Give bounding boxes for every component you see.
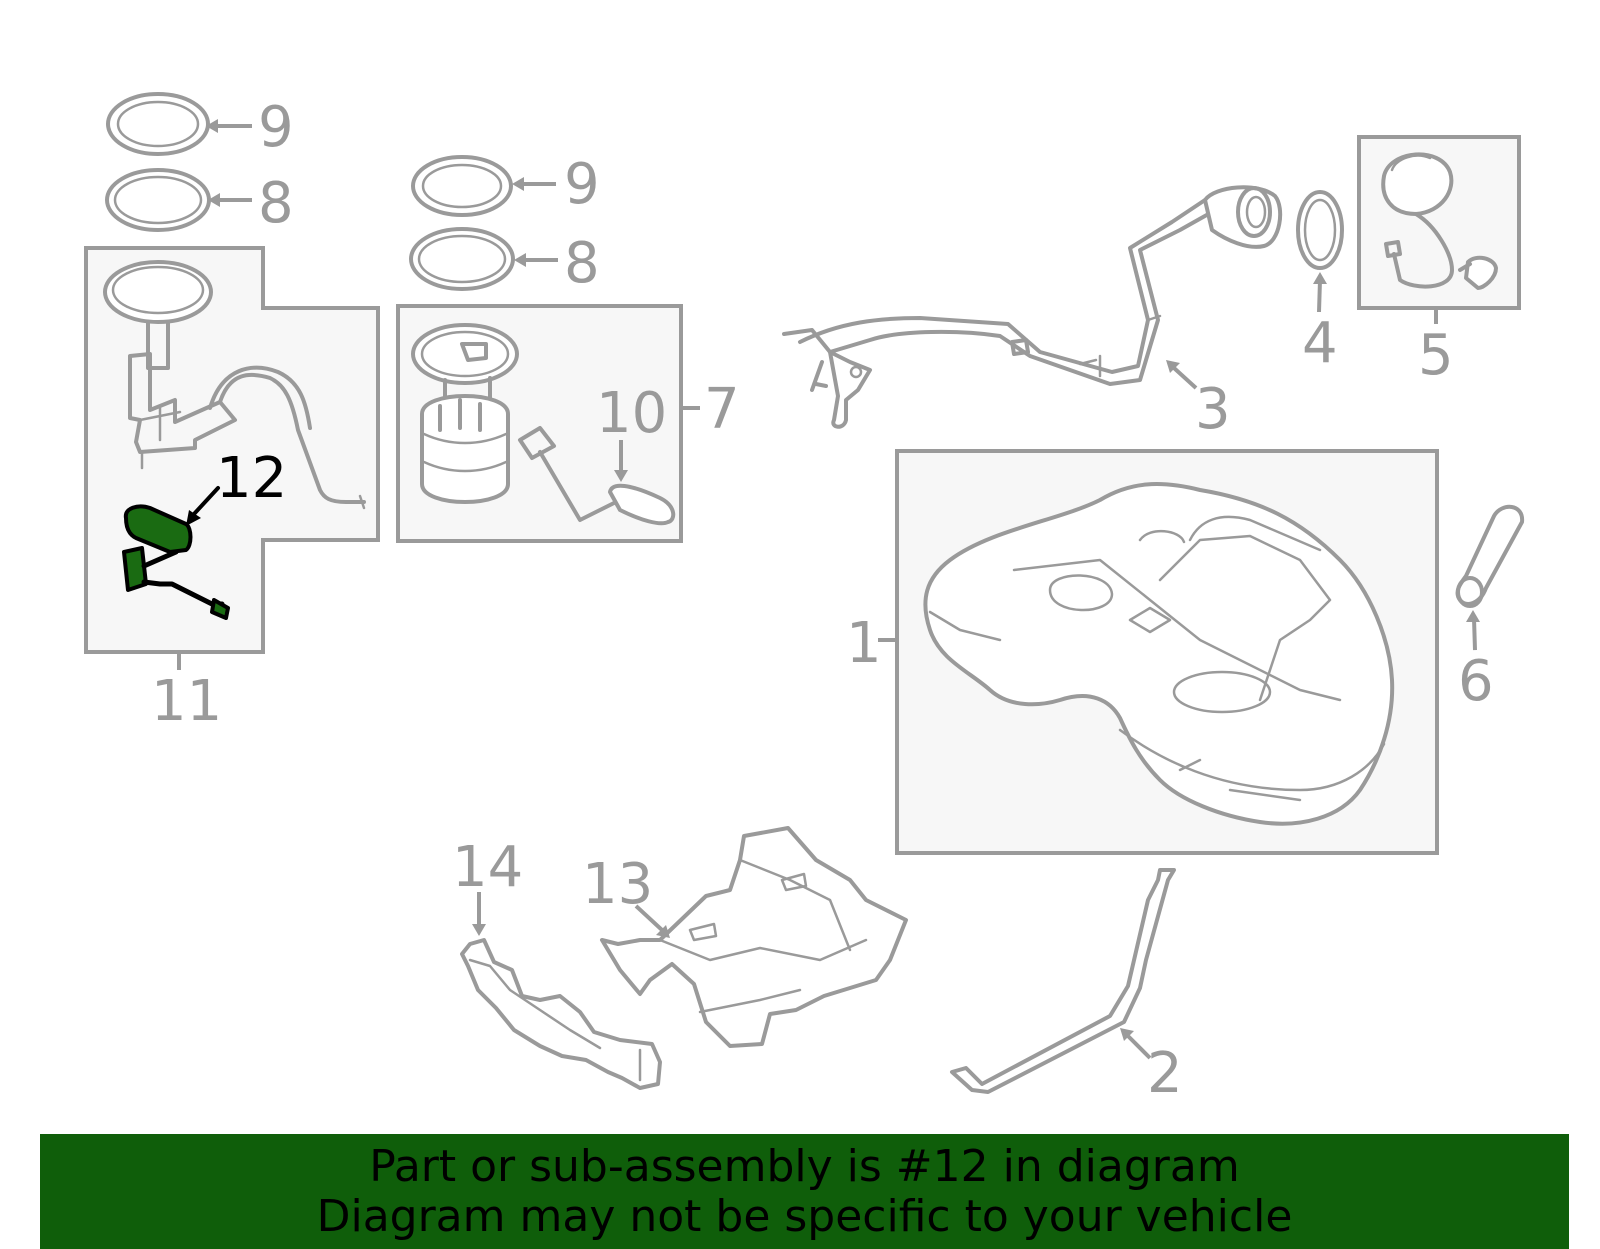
part-label-5: 5 [1418,323,1454,388]
info-banner: Part or sub-assembly is #12 in diagram D… [40,1134,1569,1249]
lock-ring-9-left[interactable]: 9 [106,92,294,160]
lock-ring-9-middle[interactable]: 9 [411,152,600,217]
fuel-tank-1[interactable]: 1 [846,449,1439,855]
part-label-6: 6 [1458,649,1494,714]
part-label-1: 1 [846,611,882,676]
part-label-10: 10 [596,381,667,446]
part-label-13: 13 [582,852,653,917]
banner-line-2: Diagram may not be specific to your vehi… [316,1190,1293,1242]
seal-8-middle[interactable]: 8 [409,227,600,296]
part-label-8: 8 [564,231,600,296]
heat-shield-13[interactable]: 13 [582,826,908,1048]
fuel-pump-module-7[interactable]: 10 7 [396,304,740,543]
heat-shield-14[interactable]: 14 [452,835,662,1090]
part-label-7: 7 [704,377,740,442]
filler-seal-4[interactable]: 4 [1296,190,1344,376]
part-label-9: 9 [258,95,294,160]
filler-pipe-3[interactable]: 3 [782,185,1283,442]
part-label-9: 9 [564,152,600,217]
part-label-3: 3 [1195,377,1231,442]
fuel-cap-5[interactable]: 5 [1357,135,1521,388]
vent-hose-6[interactable]: 6 [1455,505,1525,714]
part-label-14: 14 [452,835,523,900]
part-label-4: 4 [1302,311,1338,376]
part-label-2: 2 [1147,1041,1183,1106]
part-label-8: 8 [258,171,294,236]
banner-line-1: Part or sub-assembly is #12 in diagram [369,1140,1240,1192]
part-label-11: 11 [151,669,222,734]
tank-strap-2[interactable]: 2 [950,868,1183,1106]
seal-8-left[interactable]: 8 [105,168,294,236]
fuel-level-sensor-12[interactable]: 12 [122,446,287,620]
part-label-12: 12 [216,446,287,511]
fuel-sender-assembly-11[interactable]: 11 [84,246,380,734]
